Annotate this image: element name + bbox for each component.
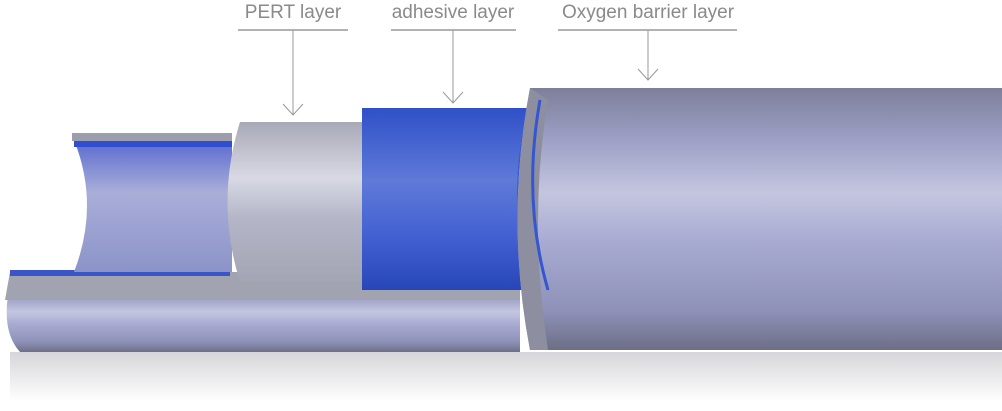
oxygen-label: Oxygen barrier layer — [562, 2, 735, 23]
oxygen-barrier-layer — [517, 88, 1002, 350]
label-adhesive: adhesive layer — [391, 2, 516, 104]
adhesive-layer — [362, 108, 547, 290]
label-pert: PERT layer — [238, 2, 348, 116]
adhesive-label: adhesive layer — [392, 2, 515, 23]
pert-layer — [227, 122, 365, 282]
inner-layer — [74, 140, 232, 272]
pert-label: PERT layer — [245, 2, 342, 23]
outer-pipe-cut-bottom — [6, 285, 520, 352]
label-oxygen: Oxygen barrier layer — [558, 2, 737, 81]
pipe-reflection — [10, 352, 1002, 402]
